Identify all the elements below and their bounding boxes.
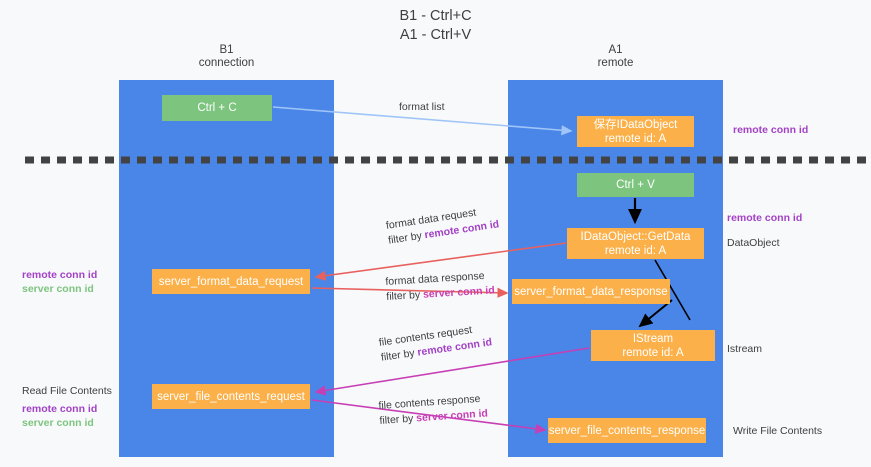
edge-label-format-data-request: format data request filter by remote con…	[385, 202, 500, 248]
filter-prefix: filter by	[387, 229, 426, 247]
box-save-idataobject[interactable]: 保存IDataObject remote id: A	[577, 116, 694, 147]
note-left-remote-conn-id-mid: remote conn id	[22, 269, 98, 281]
box-ctrl-v[interactable]: Ctrl + V	[577, 173, 694, 197]
box-server-format-data-response-label: server_format_data_response	[514, 285, 668, 298]
box-idataobject-getdata[interactable]: IDataObject::GetData remote id: A	[567, 228, 704, 259]
column-header-a1-role: remote	[597, 57, 634, 69]
box-save-idataobject-line2: remote id: A	[604, 132, 667, 145]
filter-prefix: filter by	[385, 288, 424, 303]
note-remote-conn-id-top: remote conn id	[733, 124, 809, 136]
column-header-a1: A1 remote	[538, 44, 693, 70]
column-header-b1-role: connection	[198, 57, 255, 69]
note-left-server-conn-id-mid: server conn id	[22, 283, 94, 295]
edge-label-format-data-response: format data response filter by server co…	[385, 268, 495, 305]
title-line-1: B1 - Ctrl+C	[399, 8, 472, 24]
note-dataobject: DataObject	[727, 237, 780, 249]
box-istream-line1: IStream	[632, 332, 674, 345]
box-server-file-contents-response[interactable]: server_file_contents_response	[548, 418, 706, 443]
page-title: B1 - Ctrl+C A1 - Ctrl+V	[0, 7, 871, 45]
note-read-file-contents: Read File Contents	[22, 385, 112, 397]
edge-label-file-contents-response: file contents response filter by server …	[378, 391, 488, 428]
box-server-format-data-request[interactable]: server_format_data_request	[152, 269, 310, 294]
edge-label-format-list: format list	[399, 100, 445, 115]
note-left-conn-ids-mid: remote conn id server conn id	[22, 268, 97, 296]
box-istream[interactable]: IStream remote id: A	[591, 330, 715, 361]
note-left-remote-conn-id-bottom: remote conn id	[22, 403, 98, 415]
note-istream: Istream	[727, 343, 763, 355]
column-header-b1: B1 connection	[149, 44, 304, 70]
box-istream-line2: remote id: A	[622, 346, 684, 359]
box-getdata-line2: remote id: A	[604, 244, 667, 257]
box-save-idataobject-line1: 保存IDataObject	[593, 118, 678, 131]
note-write-file-contents: Write File Contents	[733, 425, 823, 437]
box-ctrl-v-label: Ctrl + V	[616, 179, 655, 191]
box-server-file-contents-request-label: server_file_contents_request	[157, 390, 305, 403]
filter-prefix: filter by	[379, 412, 417, 427]
edge-label-format-list-text: format list	[399, 101, 445, 113]
column-header-b1-name: B1	[219, 44, 234, 56]
note-remote-conn-id-mid: remote conn id	[727, 212, 803, 224]
box-server-format-data-request-label: server_format_data_request	[158, 275, 304, 288]
box-ctrl-c[interactable]: Ctrl + C	[162, 95, 272, 121]
box-getdata-line1: IDataObject::GetData	[580, 230, 691, 243]
note-left-conn-ids-bottom: remote conn id server conn id	[22, 402, 97, 430]
note-left-server-conn-id-bottom: server conn id	[22, 417, 94, 429]
filter-key-server-conn-id: server conn id	[422, 284, 496, 301]
filter-key-server-conn-id: server conn id	[415, 407, 489, 425]
box-server-file-contents-response-label: server_file_contents_response	[548, 424, 706, 437]
edge-label-file-contents-request: file contents request filter by remote c…	[378, 320, 493, 365]
box-ctrl-c-label: Ctrl + C	[197, 102, 237, 114]
box-server-file-contents-request[interactable]: server_file_contents_request	[152, 384, 310, 409]
filter-prefix: filter by	[380, 346, 419, 364]
title-line-2: A1 - Ctrl+V	[399, 27, 472, 43]
box-server-format-data-response[interactable]: server_format_data_response	[512, 279, 670, 304]
column-header-a1-name: A1	[608, 44, 623, 56]
